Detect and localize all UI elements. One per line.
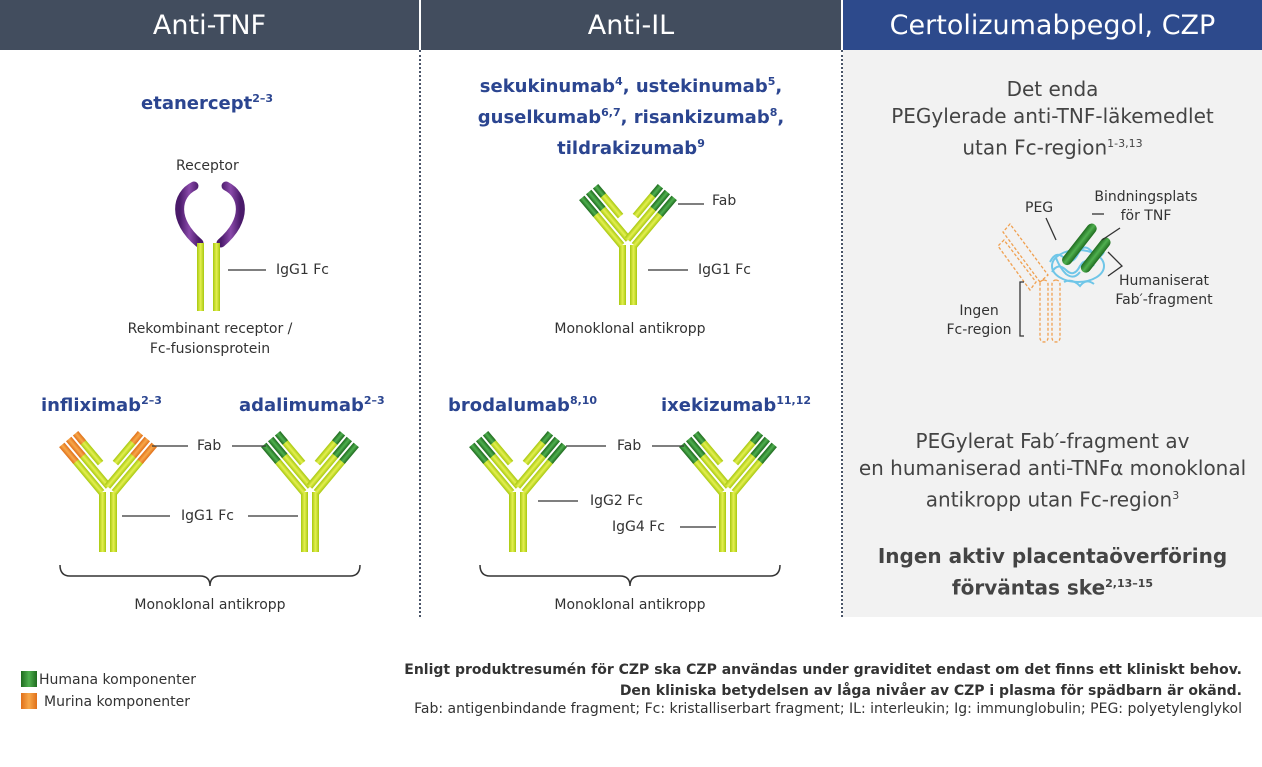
igg4fc-label: IgG4 Fc (612, 519, 665, 535)
footer-line-3: Fab: antigenbindande fragment; Fc: krist… (414, 701, 1242, 717)
igg2fc-label: IgG2 Fc (590, 493, 643, 509)
czp-placenta-statement: Ingen aktiv placentaöverföring förväntas… (843, 543, 1262, 602)
brace-icon-2 (480, 565, 780, 586)
ixekizumab-antibody-icon (679, 431, 777, 552)
footer-line-1: Enligt produktresumén för CZP ska CZP an… (404, 662, 1242, 678)
peg-label: PEG (1025, 200, 1053, 216)
il-mab-caption-2: Monoklonal antikropp (510, 597, 750, 613)
murine-swatch-icon (21, 693, 37, 709)
human-swatch-icon (21, 671, 37, 687)
czp-molecule-diagram (0, 0, 1262, 400)
czp-description: PEGylerat Fab′-fragment av en humanisera… (843, 428, 1262, 514)
il-fab-label-2: Fab (617, 438, 641, 454)
legend-human: Humana komponenter (39, 672, 196, 688)
footer-line-2: Den kliniska betydelsen av låga nivåer a… (620, 683, 1242, 699)
brodalumab-antibody-icon (469, 431, 567, 552)
legend-murine: Murina komponenter (44, 694, 190, 710)
